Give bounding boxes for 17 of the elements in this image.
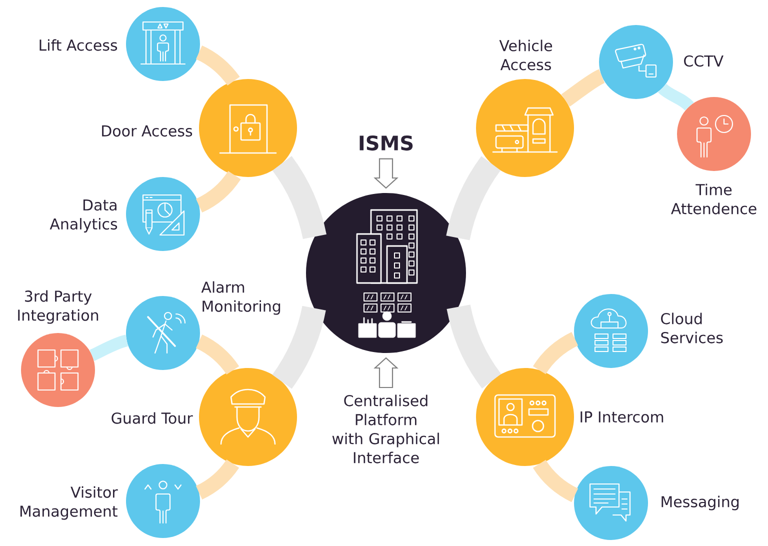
feature-label: Guard Tour xyxy=(112,412,193,424)
feature-label: 3rd Party Integration xyxy=(18,290,98,324)
feature-label: Door Access xyxy=(102,125,192,137)
feature-label: Cloud Services xyxy=(661,312,723,344)
block-arrow xyxy=(374,158,398,189)
feature-label: Visitor Management xyxy=(20,486,118,520)
feature-label: IP Intercom xyxy=(580,411,664,423)
heading: ISMS xyxy=(360,135,413,151)
block-arrow xyxy=(374,357,398,388)
feature-label: Lift Access xyxy=(40,39,118,51)
feature-label: Messaging xyxy=(662,496,739,510)
feature-label: Data Analytics xyxy=(50,199,118,233)
description-text: Centralised Platform with Graphical Interface xyxy=(332,394,439,464)
feature-label: CCTV xyxy=(684,55,724,67)
feature-label: Vehicle Access xyxy=(499,40,552,70)
feature-label: Alarm Monitoring xyxy=(201,281,280,315)
feature-label: Time Attendence xyxy=(671,184,756,214)
